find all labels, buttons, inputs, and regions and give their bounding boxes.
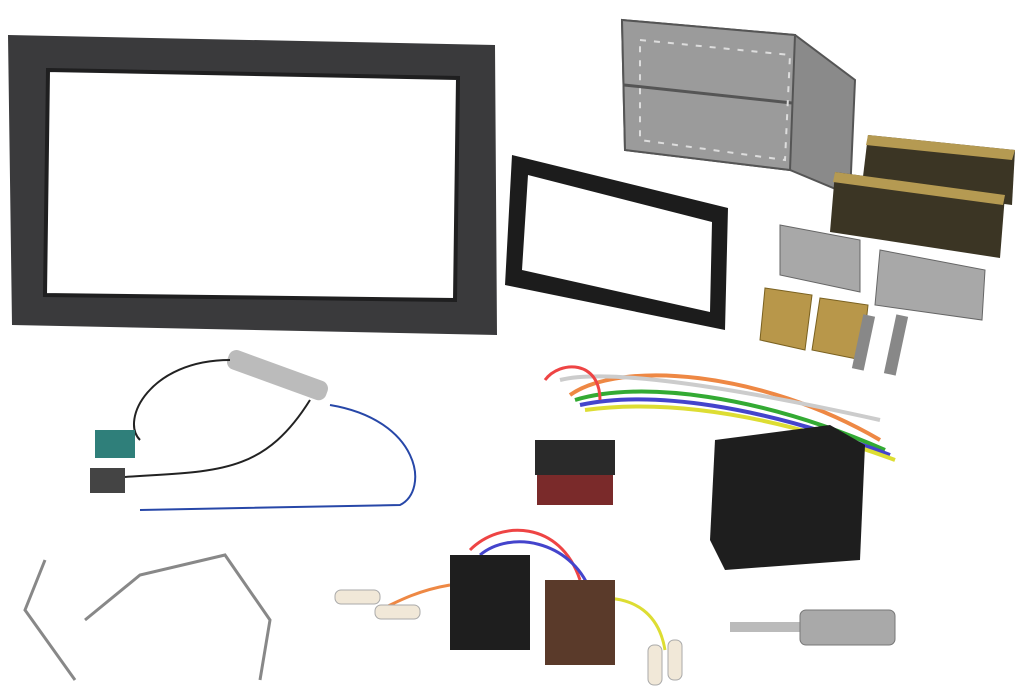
double-din-fascia xyxy=(8,35,497,335)
removal-keys xyxy=(23,553,272,681)
side-brackets xyxy=(759,224,986,376)
antenna-adapter xyxy=(90,350,417,511)
iso-harness xyxy=(334,528,683,686)
foam-pads xyxy=(830,135,1015,258)
quadlock-harness xyxy=(535,365,896,570)
antenna-plug xyxy=(730,609,896,646)
din-mounting-cage xyxy=(620,18,857,197)
trim-frame xyxy=(505,155,728,330)
